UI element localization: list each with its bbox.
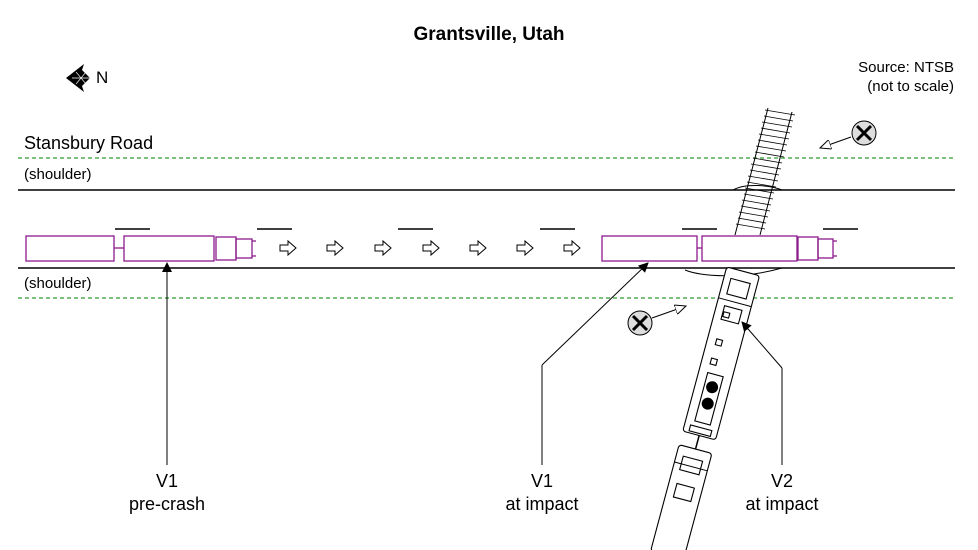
scale-note: (not to scale) (867, 78, 954, 95)
v2-impact-state: at impact (745, 494, 819, 514)
leader-lines (162, 262, 783, 465)
crossbuck-icon (820, 120, 877, 148)
v2-impact-vehicle: V2 (770, 471, 794, 491)
v1-impact-label: V1 at impact (462, 470, 622, 516)
v1-pre-crash-truck (25, 235, 256, 262)
shoulder-label-north: (shoulder) (24, 166, 92, 183)
diagram-title: Grantsville, Utah (413, 24, 565, 45)
road-name: Stansbury Road (24, 133, 154, 153)
v2-train (650, 267, 760, 550)
shoulder-label-south: (shoulder) (24, 275, 92, 292)
v1-impact-truck (601, 235, 837, 262)
direction-arrow-icon (279, 239, 581, 257)
source-note: Source: NTSB (not to scale) (858, 58, 954, 96)
north-label: N (96, 68, 109, 87)
v1-impact-state: at impact (505, 494, 579, 514)
v1-pre-state: pre-crash (128, 494, 206, 514)
v2-impact-label: V2 at impact (702, 470, 862, 516)
road (18, 157, 955, 299)
source-line: Source: NTSB (858, 59, 954, 76)
v1-impact-vehicle: V1 (530, 471, 554, 491)
crossbuck-icon (627, 306, 686, 336)
north-arrow-icon (66, 64, 90, 92)
railroad-track (684, 107, 796, 277)
v1-pre-crash-label: V1 pre-crash (87, 470, 247, 516)
v1-pre-vehicle: V1 (155, 471, 179, 491)
